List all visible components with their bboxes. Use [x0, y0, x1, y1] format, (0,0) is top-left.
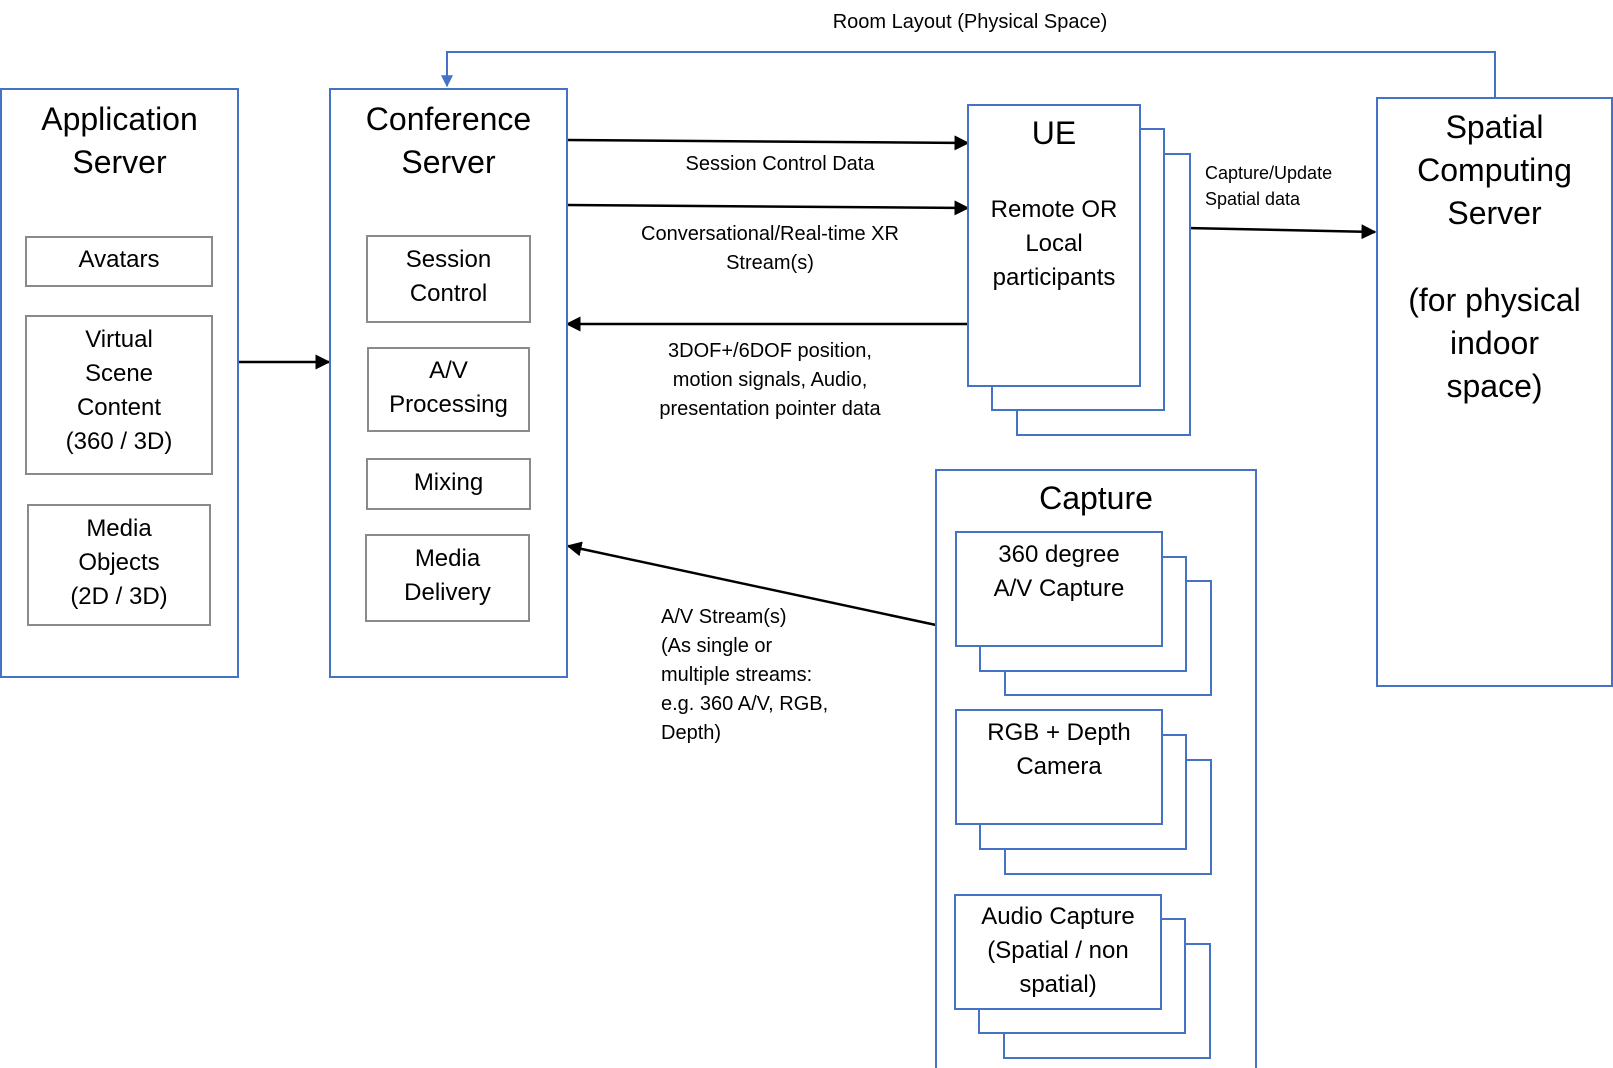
media-objects-label: Media Objects (2D / 3D) [70, 515, 168, 611]
room-layout-label: Room Layout (Physical Space) [832, 11, 1108, 33]
rgb-depth-label: RGB + Depth Camera [987, 719, 1131, 781]
spatial-server-title: Spatial Computing Server (for physical i… [1408, 109, 1581, 405]
dof-signals-label: 3DOF+/6DOF position, motion signals, Aud… [659, 340, 881, 420]
session-control-box [366, 235, 531, 323]
capture-360-label: 360 degree A/V Capture [993, 541, 1125, 603]
avatars-label: Avatars [78, 246, 160, 273]
virtual-scene-box [25, 315, 213, 475]
media-delivery-label: Media Delivery [404, 545, 491, 607]
av-streams-label: A/V Stream(s) (As single or multiple str… [661, 606, 829, 744]
session-control-arrow [567, 135, 970, 151]
media-delivery-box [365, 534, 530, 622]
av-processing-box [367, 347, 530, 432]
audio-capture-box [954, 894, 1162, 1010]
virtual-scene-label: Virtual Scene Content (360 / 3D) [65, 326, 173, 456]
rgb-depth-box [955, 709, 1163, 825]
mixing-label: Mixing [413, 469, 484, 496]
mixing-box [366, 458, 531, 510]
ue-subtitle: Remote OR Local participants [990, 196, 1118, 292]
application-server-title: Application Server [41, 101, 198, 181]
conference-server-title: Conference Server [365, 101, 532, 181]
session-control-data-label: Session Control Data [685, 153, 875, 175]
xr-streams-label: Conversational/Real-time XR Stream(s) [641, 223, 899, 274]
spatial-server-box [1376, 97, 1613, 687]
room-layout-line [441, 51, 1496, 97]
av-processing-label: A/V Processing [389, 357, 508, 419]
capture-to-conference-arrow [566, 541, 937, 627]
avatars-box [25, 236, 213, 287]
xr-stream-arrow [565, 200, 970, 216]
media-objects-box [27, 504, 211, 626]
capture-update-label: Capture/Update Spatial data [1205, 163, 1333, 210]
capture-title: Capture [1039, 480, 1153, 516]
capture-360-box [955, 531, 1163, 647]
session-control-label: Session Control [405, 246, 492, 308]
audio-capture-label: Audio Capture (Spatial / non spatial) [981, 903, 1135, 999]
ue-box [967, 104, 1141, 387]
ue-title: UE [1031, 115, 1077, 151]
